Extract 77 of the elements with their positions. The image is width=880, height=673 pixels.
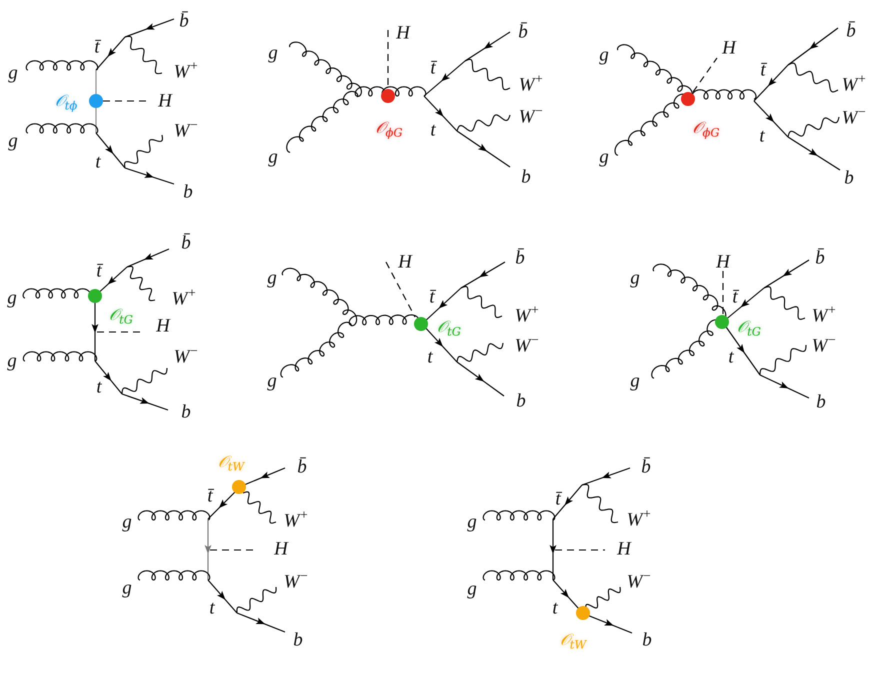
- particle-label: H: [716, 252, 730, 272]
- operator-label: 𝒪$_{tW}$: [218, 454, 244, 470]
- particle-label: b̄: [641, 458, 651, 476]
- particle-label: g: [122, 512, 132, 532]
- particle-label: g: [630, 268, 640, 288]
- particle-label: t̄: [555, 490, 561, 508]
- particle-label: b̄: [515, 248, 525, 268]
- particle-label: t̄: [429, 288, 435, 306]
- particle-label: H: [156, 316, 170, 336]
- particle-label: W$^{+}$: [842, 76, 866, 94]
- particle-label: W$^{−}$: [174, 348, 198, 366]
- particle-label: g: [267, 268, 277, 288]
- particle-label: t: [427, 348, 433, 366]
- particle-label: W$^{−}$: [812, 336, 836, 356]
- particle-label: t̄: [207, 486, 213, 506]
- particle-label: W$^{+}$: [172, 290, 196, 308]
- particle-label: W$^{+}$: [518, 76, 544, 94]
- particle-label: t̄: [430, 58, 436, 78]
- particle-label: g: [630, 372, 640, 390]
- particle-label: t̄: [760, 60, 766, 80]
- particle-label: W$^{+}$: [284, 512, 308, 530]
- particle-label: b: [844, 168, 854, 188]
- particle-label: g: [8, 132, 18, 150]
- particle-label: b̄: [297, 458, 307, 476]
- particle-label: g: [7, 352, 17, 370]
- particle-label: b: [521, 168, 531, 186]
- particle-label: t: [552, 598, 558, 618]
- particle-label: t: [95, 152, 101, 172]
- particle-label: W$^{−}$: [626, 572, 652, 592]
- particle-label: W$^{−}$: [842, 108, 866, 128]
- particle-label: b: [642, 630, 652, 650]
- particle-label: t: [759, 126, 765, 146]
- particle-label: W$^{+}$: [812, 306, 836, 326]
- operator-label: 𝒪$_{tG}$: [437, 319, 461, 335]
- particle-label: g: [122, 578, 132, 598]
- particle-label: b: [183, 182, 193, 202]
- particle-label: b̄: [179, 12, 189, 30]
- particle-label: t: [96, 378, 102, 396]
- operator-label: 𝒪$_{tG}$: [109, 307, 133, 323]
- particle-label: t̄: [732, 288, 738, 306]
- particle-label: b: [516, 392, 526, 410]
- particle-label: W$^{+}$: [174, 62, 198, 82]
- particle-label: b̄: [815, 248, 825, 268]
- particle-label: t̄: [96, 262, 102, 280]
- operator-label: 𝒪$_{tG}$: [737, 319, 761, 335]
- particle-label: g: [599, 46, 609, 64]
- particle-label: g: [467, 512, 477, 532]
- particle-label: H: [396, 24, 410, 42]
- particle-label: W$^{−}$: [284, 572, 308, 592]
- particle-label: g: [8, 64, 18, 82]
- particle-label: W$^{+}$: [626, 510, 652, 530]
- particle-label: t̄: [94, 38, 100, 56]
- particle-label: g: [267, 372, 277, 390]
- particle-label: g: [599, 148, 609, 166]
- particle-label: g: [268, 44, 278, 62]
- particle-label: t: [728, 348, 734, 366]
- particle-label: H: [398, 252, 412, 272]
- particle-label: W$^{+}$: [514, 306, 540, 326]
- particle-label: b̄: [518, 22, 528, 42]
- particle-label: g: [268, 148, 278, 166]
- particle-label: H: [158, 92, 172, 110]
- operator-label: 𝒪$_{tW}$: [560, 632, 586, 648]
- particle-label: b: [816, 392, 826, 412]
- particle-label: W$^{−}$: [514, 336, 540, 356]
- particle-label: H: [617, 540, 631, 558]
- particle-label: W$^{−}$: [174, 122, 198, 140]
- particle-label: g: [467, 580, 477, 598]
- particle-label: b̄: [846, 22, 856, 40]
- particle-label: b̄: [181, 234, 191, 252]
- particle-label: b: [181, 402, 191, 422]
- particle-label: H: [274, 540, 288, 558]
- particle-label: W$^{−}$: [518, 108, 544, 126]
- particle-label: g: [7, 288, 17, 308]
- particle-label: b: [293, 630, 303, 650]
- particle-label: H: [722, 38, 736, 58]
- particle-label: t: [209, 598, 215, 618]
- particle-label: t: [430, 120, 436, 140]
